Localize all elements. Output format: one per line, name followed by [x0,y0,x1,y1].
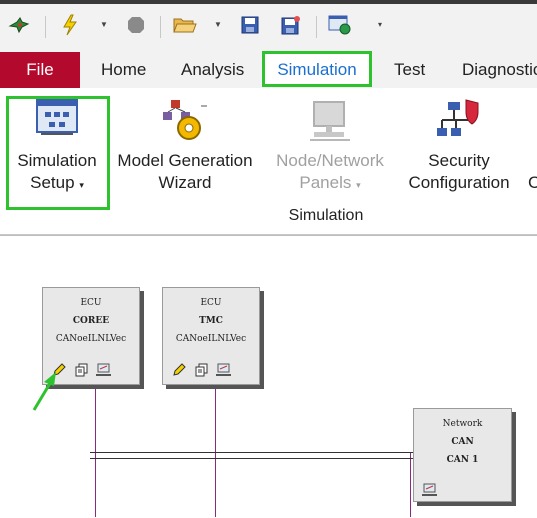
network-bus-connector [410,452,411,517]
ecu-name-label: TMC [199,316,223,326]
security-shield-icon [436,98,482,148]
tab-analysis[interactable]: Analysis [181,60,245,79]
customize-toolbar-icon[interactable]: ▾ [378,20,383,29]
label-line: Security [428,151,490,170]
network-type-label: Network [442,419,483,429]
pencil-edit-icon[interactable] [52,363,66,380]
security-configuration-label: Security Configuration [402,150,516,194]
simulation-setup-button[interactable]: Simulation Setup ▾ [8,88,106,206]
panels-monitor-icon [310,98,350,148]
label-line: Node/Network [276,151,384,170]
tab-home[interactable]: Home [101,60,147,79]
save-icon[interactable] [238,4,262,46]
tab-diagnostics[interactable]: Diagnostic [462,60,537,79]
tab-test[interactable]: Test [394,60,426,79]
simulation-setup-icon [35,98,79,144]
network-name-label: CAN [451,437,474,447]
next-ribbon-button-partial[interactable]: C [528,88,537,206]
model-generation-wizard-button[interactable]: Model Generation Wizard [114,88,256,206]
can-bus-line [90,458,414,459]
toolbar-separator [45,16,46,38]
ecu-bus-label: CANoeILNLVec [175,334,247,344]
chevron-down-icon: ▾ [356,180,361,190]
label-line: Panels [299,173,352,192]
network-node-icon[interactable] [216,363,232,380]
ecu-type-label: ECU [80,298,102,308]
lightning-start-icon[interactable] [58,4,82,46]
network-node-can[interactable]: Network CAN CAN 1 [413,408,512,502]
tab-simulation[interactable]: Simulation [262,51,372,87]
ecu-type-label: ECU [200,298,222,308]
ecu-name-label: COREE [72,316,110,326]
script-pages-icon[interactable] [75,363,89,380]
can-bus-line [90,452,414,453]
network-node-icon[interactable] [96,363,112,380]
toolbar-separator [160,16,161,38]
model-wizard-gear-icon [161,98,209,148]
ecu-node-tmc[interactable]: ECU TMC CANoeILNLVec [162,287,260,385]
node-network-panels-button[interactable]: Node/Network Panels ▾ [268,88,392,206]
label-line: Configuration [408,173,510,192]
label-line: Setup [30,173,75,192]
label-line: C [528,173,537,192]
window-top-strip [0,0,537,4]
label-line: Model Generation [117,151,253,170]
chevron-down-icon: ▾ [79,180,84,190]
script-pages-icon[interactable] [195,363,209,380]
pencil-edit-icon[interactable] [172,363,186,380]
network-window-icon[interactable] [326,4,354,46]
network-node-icon[interactable] [422,483,438,500]
network-channel-label: CAN 1 [446,455,479,465]
app-logo-icon[interactable] [6,4,32,46]
open-folder-icon[interactable] [171,4,199,46]
ribbon-panel: Simulation Setup ▾ Model Generation Wiza… [0,88,537,235]
stop-icon[interactable] [124,4,148,46]
toolbar-separator [316,16,317,38]
node-bus-connector [215,382,216,517]
security-configuration-button[interactable]: Security Configuration [402,88,516,206]
chevron-down-icon[interactable]: ▼ [214,20,222,29]
ribbon-group-label: Simulation [288,207,364,224]
label-line: Simulation [17,151,97,170]
save-as-icon[interactable] [278,4,304,46]
node-bus-connector [95,382,96,517]
green-arrow-annotation [30,370,60,419]
model-generation-label: Model Generation Wizard [114,150,256,194]
simulation-setup-highlight [6,96,110,210]
chevron-down-icon[interactable]: ▼ [100,20,108,29]
node-network-panels-label: Node/Network Panels ▾ [268,150,392,196]
ecu-bus-label: CANoeILNLVec [55,334,127,344]
tab-file[interactable]: File [0,52,80,88]
label-line: Wizard [158,173,212,192]
quick-access-toolbar: ▼ ▼ ▾ [0,4,537,46]
ecu-node-coree[interactable]: ECU COREE CANoeILNLVec [42,287,140,385]
simulation-setup-label: Simulation Setup ▾ [8,150,106,196]
